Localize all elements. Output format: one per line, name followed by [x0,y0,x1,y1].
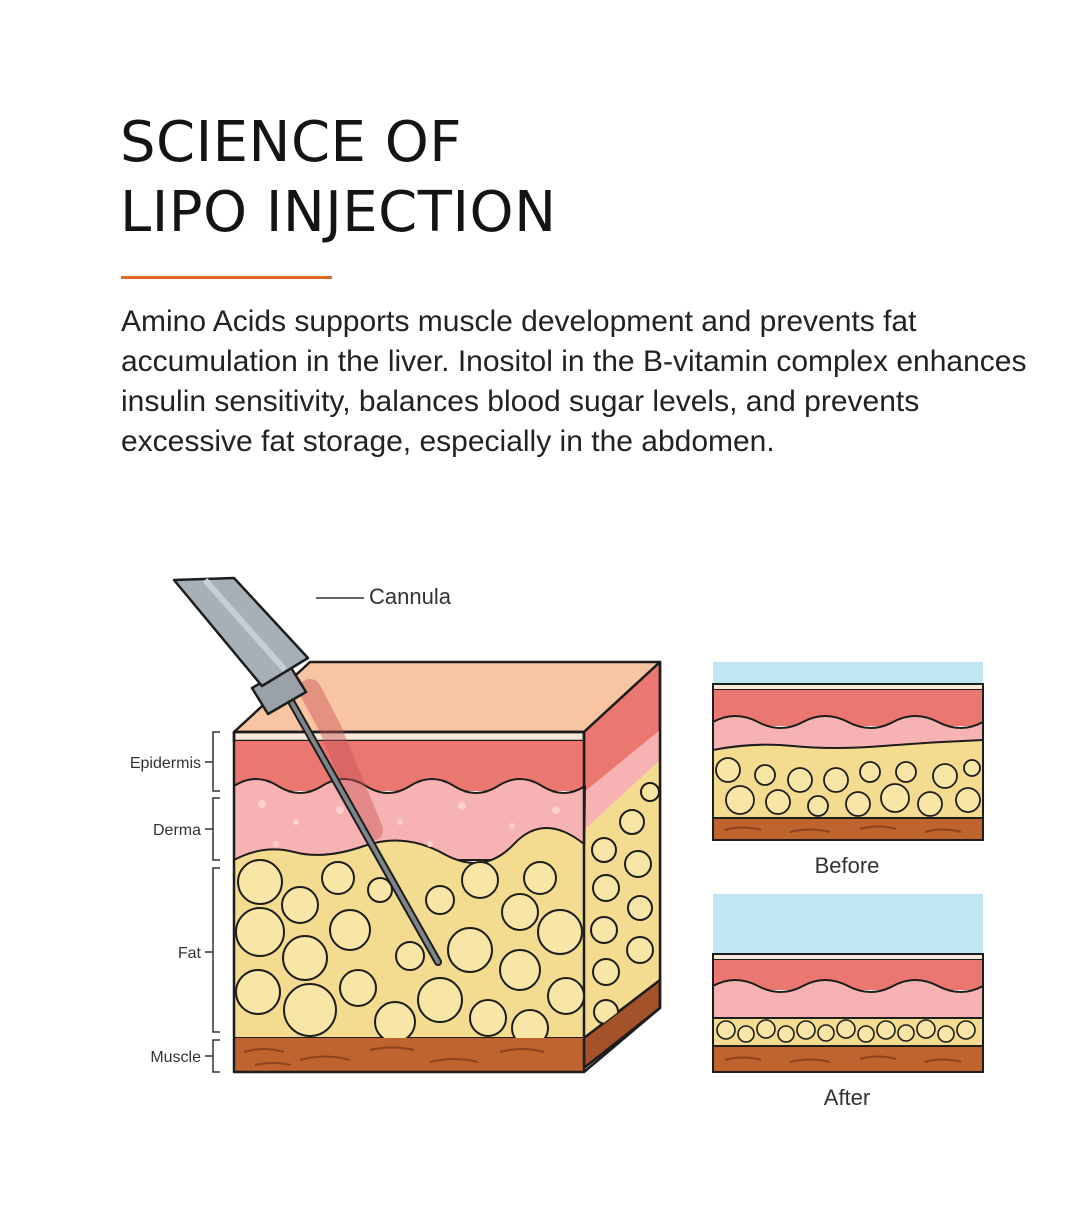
page-title: SCIENCE OF LIPO INJECTION [120,108,556,248]
fat-cells [235,859,584,1038]
after-label: After [824,1085,870,1110]
title-line-2: LIPO INJECTION [120,180,557,245]
before-label: Before [815,853,880,878]
cannula-icon [172,576,442,966]
layer-brackets [205,731,220,1073]
after-panel [712,894,984,1073]
skin-cross-section-diagram: Cannula Epidermis Derma Fat Muscle [130,576,984,1110]
skin-block [232,660,662,1074]
derma-label: Derma [153,822,201,839]
description-paragraph: Amino Acids supports muscle development … [121,305,1027,458]
muscle-label: Muscle [150,1049,201,1066]
cannula-label: Cannula [369,584,452,609]
fat-label: Fat [178,945,202,962]
muscle-layer [234,1038,584,1072]
epidermis-label: Epidermis [130,755,201,772]
accent-divider [121,276,332,279]
title-line-1: SCIENCE OF [120,110,463,175]
derma-layer [233,778,586,861]
before-panel [712,662,984,841]
